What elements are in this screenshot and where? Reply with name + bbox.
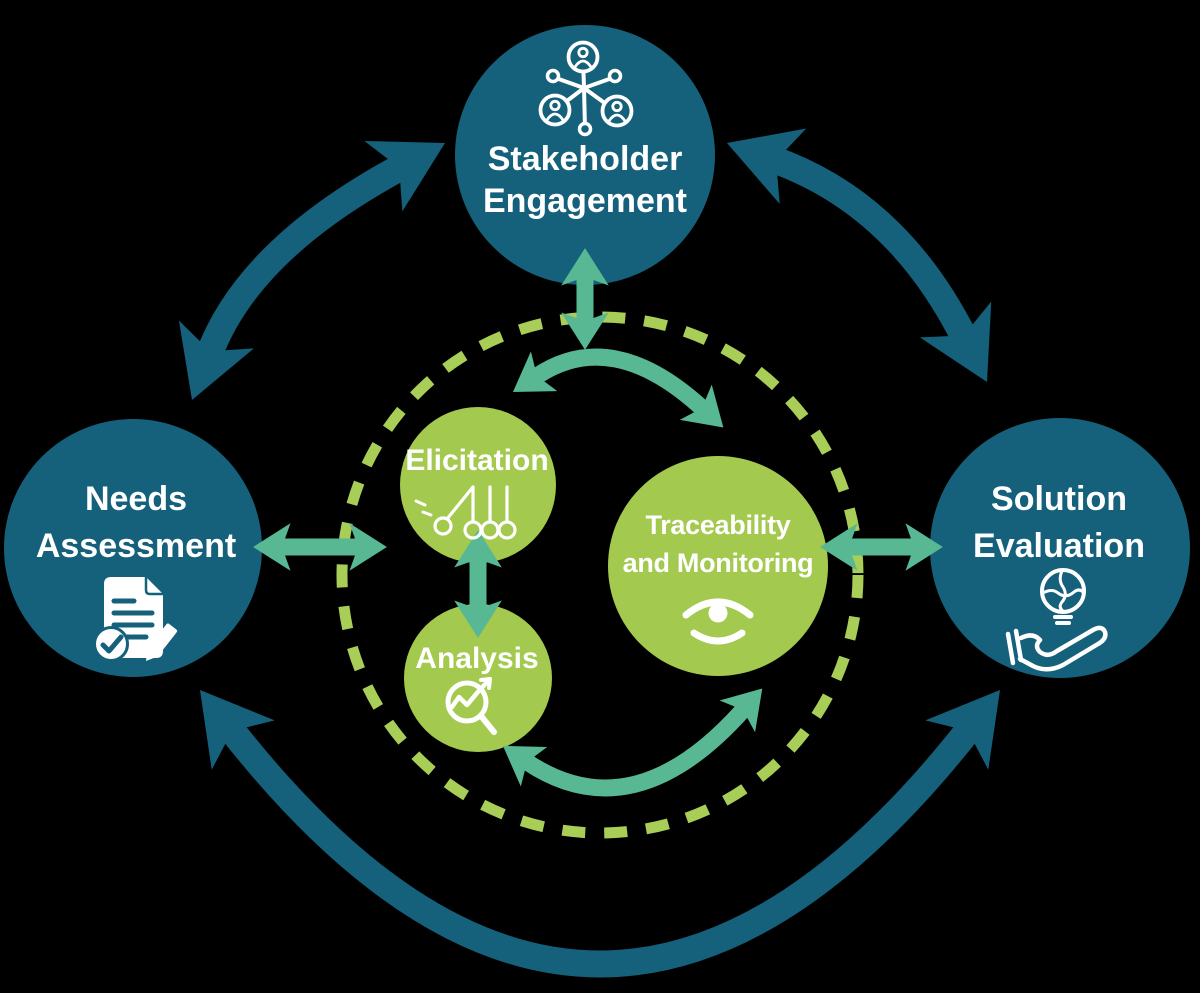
outer-arrow-needs-stakeholder: [178, 140, 445, 400]
document-check-pencil-icon: [93, 577, 178, 662]
label-stakeholder-line2: Engagement: [483, 182, 687, 220]
arrow-analysis-traceability: [502, 688, 763, 797]
label-stakeholder-line1: Stakeholder: [488, 140, 683, 178]
label-elicitation: Elicitation: [405, 444, 548, 477]
magnifier-trend-icon: [445, 677, 497, 735]
label-needs-line1: Needs: [85, 480, 187, 518]
label-analysis: Analysis: [415, 642, 538, 675]
label-traceability-line1: Traceability: [646, 510, 791, 540]
label-solution-line1: Solution: [991, 480, 1127, 518]
node-analysis: [404, 604, 552, 752]
node-needs-assessment: [4, 419, 262, 677]
node-solution-evaluation: [930, 418, 1190, 678]
eye-icon: [682, 598, 754, 645]
people-network-icon: [538, 40, 634, 137]
outer-arrow-needs-solution: [200, 690, 1000, 978]
outer-arrow-stakeholder-solution: [727, 128, 992, 382]
label-needs-line2: Assessment: [36, 527, 236, 565]
newtons-cradle-icon: [414, 485, 517, 540]
arrow-elicitation-traceability: [512, 348, 724, 428]
node-stakeholder-engagement: [455, 25, 715, 285]
node-elicitation: [400, 407, 556, 563]
person-node-left: [538, 93, 572, 127]
label-solution-line2: Evaluation: [973, 527, 1145, 565]
pencil-icon: [146, 623, 178, 661]
dashed-cycle-ring: [336, 311, 864, 839]
person-node-right: [600, 94, 634, 128]
label-traceability-line2: and Monitoring: [623, 548, 814, 578]
person-node-top: [566, 40, 600, 74]
hand-lightbulb-puzzle-icon: [1005, 568, 1108, 672]
node-traceability-monitoring: [608, 456, 828, 676]
hand-icon: [1005, 625, 1108, 672]
motion-dashes: [414, 499, 433, 517]
